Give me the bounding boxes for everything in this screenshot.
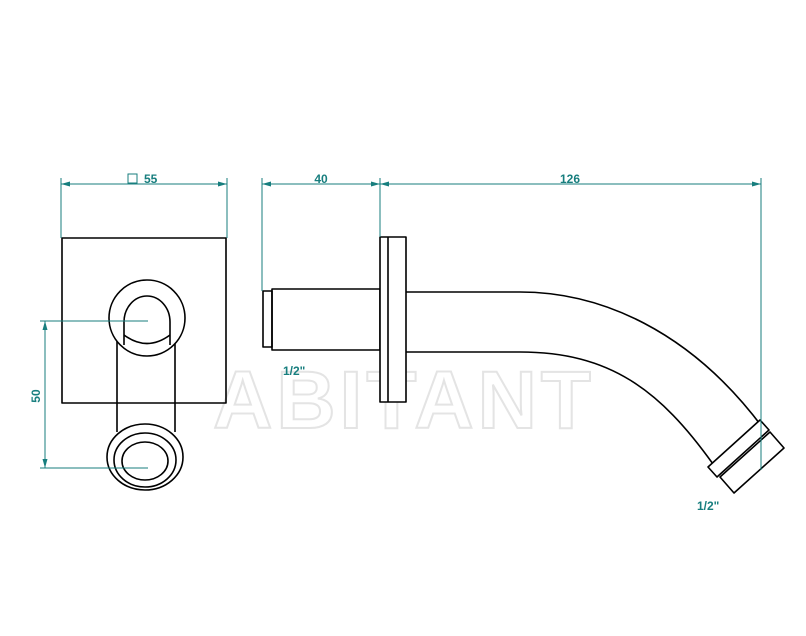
wall-flange [379, 236, 407, 403]
outlet-ring-outer [106, 423, 184, 491]
elbow-outer [108, 279, 186, 357]
outlet-nozzle [707, 419, 770, 478]
height-label: 50 [29, 389, 43, 403]
dim-side-lengths: 40 126 [261, 172, 762, 470]
plate-width-label: 55 [144, 172, 158, 186]
outlet-ring-inner [121, 441, 169, 481]
outlet-nozzle-end [719, 431, 785, 494]
elbow-inner [123, 295, 171, 345]
elbow-hub [123, 334, 171, 345]
outlet-ring-middle [113, 432, 177, 488]
dim-height: 50 [29, 321, 48, 468]
inlet-nut [262, 290, 273, 348]
dim-plate-width: 55 [60, 172, 228, 238]
outlet-thread-label: 1/2" [697, 499, 719, 513]
front-view [40, 237, 227, 491]
inlet-thread-label: 1/2" [283, 364, 305, 378]
spout-length-label: 126 [560, 172, 580, 186]
square-symbol [127, 173, 138, 184]
wall-depth-label: 40 [314, 172, 328, 186]
inlet-pipe [271, 288, 381, 351]
side-view [262, 236, 785, 494]
